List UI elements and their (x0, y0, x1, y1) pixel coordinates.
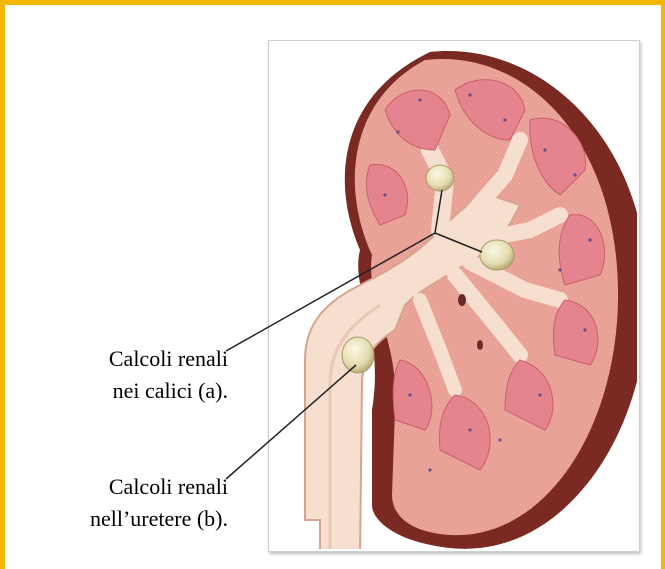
label-b-line2: nell’uretere (b). (90, 503, 228, 535)
kidney-stone-ureter (342, 337, 374, 373)
label-calyx-stones: Calcoli renali nei calici (a). (109, 343, 228, 407)
label-a-line1: Calcoli renali (109, 343, 228, 375)
label-ureter-stones: Calcoli renali nell’uretere (b). (90, 471, 228, 535)
label-b-line1: Calcoli renali (90, 471, 228, 503)
kidney-stone-calyx-lower (480, 240, 514, 270)
label-a-line2: nei calici (a). (109, 375, 228, 407)
kidney-stone-calyx-upper (426, 165, 454, 191)
